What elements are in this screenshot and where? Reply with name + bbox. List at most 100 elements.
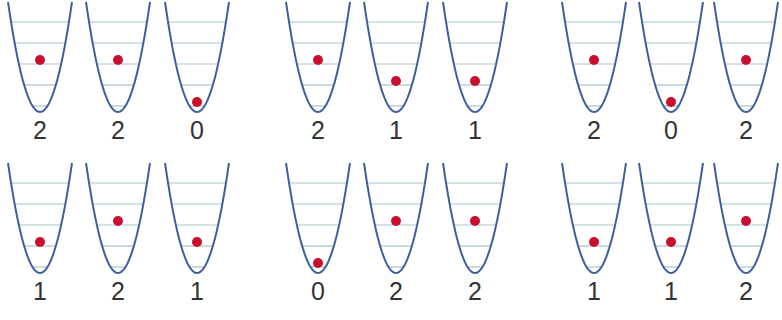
energy-level	[93, 42, 144, 43]
particle-dot	[391, 76, 401, 86]
potential-well	[364, 163, 428, 273]
energy-level	[739, 105, 754, 106]
quantum-number: 2	[455, 277, 495, 305]
parabola	[443, 163, 507, 273]
energy-level	[587, 266, 602, 267]
parabola	[165, 163, 229, 273]
potential-well	[443, 2, 507, 112]
quantum-number: 2	[726, 116, 766, 144]
parabola	[562, 2, 626, 112]
energy-level	[293, 203, 344, 204]
energy-level	[19, 224, 61, 225]
particle-dot	[113, 216, 123, 226]
energy-level	[459, 245, 491, 246]
energy-level	[468, 105, 483, 106]
particle-dot	[35, 55, 45, 65]
energy-level	[181, 84, 213, 85]
potential-well	[8, 2, 72, 112]
particle-dot	[666, 97, 676, 107]
energy-level	[646, 203, 697, 204]
energy-level	[569, 42, 620, 43]
particle-dot	[470, 216, 480, 226]
energy-level	[450, 42, 501, 43]
energy-level	[389, 105, 404, 106]
energy-level	[111, 266, 126, 267]
potential-well	[639, 2, 703, 112]
quantum-number: 2	[376, 277, 416, 305]
parabola	[86, 2, 150, 112]
quantum-number: 0	[651, 116, 691, 144]
potential-well	[562, 2, 626, 112]
energy-level	[371, 42, 422, 43]
parabola	[86, 163, 150, 273]
potential-well	[443, 163, 507, 273]
particle-dot	[391, 216, 401, 226]
energy-level	[89, 182, 147, 183]
particle-dot	[589, 237, 599, 247]
particle-dot	[313, 258, 323, 268]
energy-level	[717, 182, 775, 183]
potential-well	[165, 2, 229, 112]
energy-level	[102, 84, 134, 85]
energy-level	[297, 224, 339, 225]
energy-level	[569, 203, 620, 204]
potential-well	[714, 163, 778, 273]
energy-level	[389, 266, 404, 267]
quantum-number: 1	[20, 277, 60, 305]
potential-well	[364, 2, 428, 112]
quantum-number: 1	[574, 277, 614, 305]
energy-level	[102, 245, 134, 246]
energy-level	[664, 266, 679, 267]
particle-dot	[589, 55, 599, 65]
energy-level	[642, 182, 700, 183]
quantum-number: 2	[98, 277, 138, 305]
parabola	[286, 2, 350, 112]
energy-level	[721, 42, 772, 43]
energy-level	[721, 203, 772, 204]
energy-level	[24, 84, 56, 85]
potential-well	[562, 163, 626, 273]
energy-level	[446, 21, 504, 22]
energy-level	[15, 42, 66, 43]
energy-level	[650, 224, 692, 225]
energy-level	[33, 266, 48, 267]
energy-level	[646, 42, 697, 43]
potential-well	[8, 163, 72, 273]
energy-level	[168, 182, 226, 183]
energy-level	[111, 105, 126, 106]
parabola	[714, 2, 778, 112]
parabola	[443, 2, 507, 112]
energy-level	[642, 21, 700, 22]
energy-level	[446, 182, 504, 183]
energy-level	[367, 182, 425, 183]
quantum-number: 2	[574, 116, 614, 144]
energy-level	[293, 42, 344, 43]
energy-level	[450, 203, 501, 204]
energy-level	[302, 245, 334, 246]
potential-well	[86, 163, 150, 273]
quantum-number: 0	[298, 277, 338, 305]
energy-level	[565, 21, 623, 22]
potential-well	[286, 2, 350, 112]
energy-level	[33, 105, 48, 106]
particle-dot	[741, 55, 751, 65]
parabola	[165, 2, 229, 112]
parabola	[8, 2, 72, 112]
energy-level	[573, 224, 615, 225]
energy-level	[587, 105, 602, 106]
energy-level	[172, 42, 223, 43]
parabola	[714, 163, 778, 273]
quantum-number: 2	[298, 116, 338, 144]
potential-well	[86, 2, 150, 112]
energy-level	[367, 21, 425, 22]
energy-level	[565, 182, 623, 183]
energy-level	[93, 203, 144, 204]
particle-dot	[35, 237, 45, 247]
energy-level	[375, 63, 417, 64]
energy-level	[176, 63, 218, 64]
quantum-number: 1	[651, 277, 691, 305]
energy-level	[168, 21, 226, 22]
energy-level	[11, 21, 69, 22]
energy-level	[176, 224, 218, 225]
